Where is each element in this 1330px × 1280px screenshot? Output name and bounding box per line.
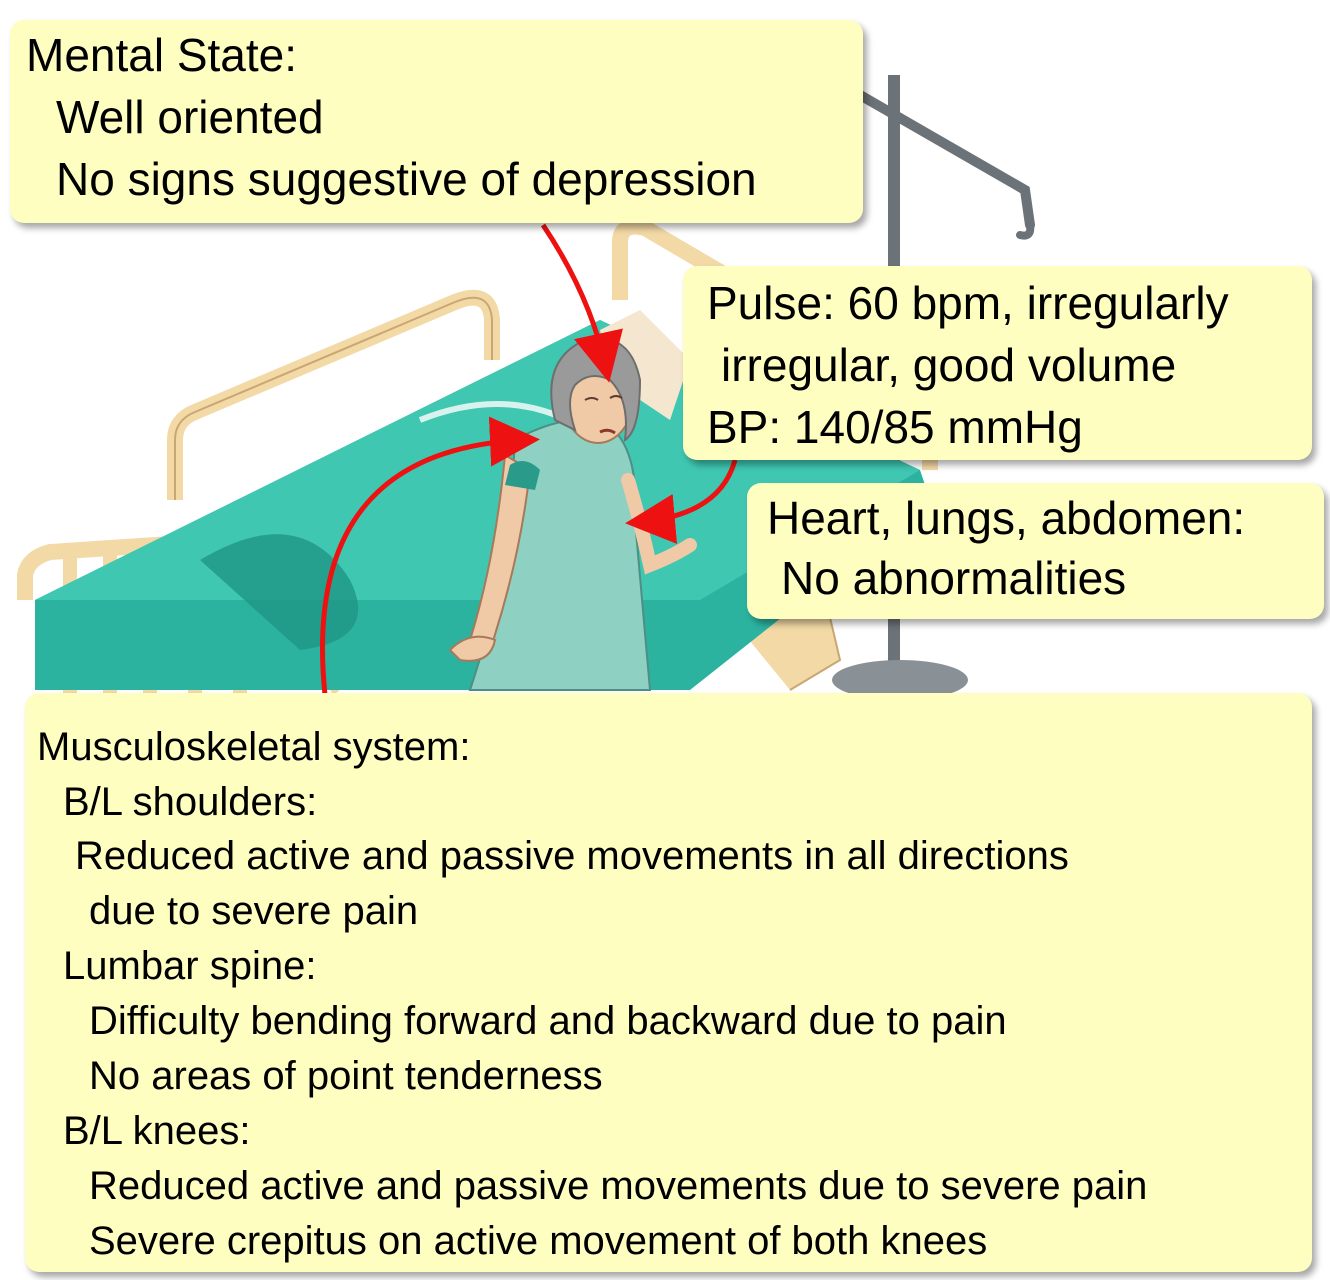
- arrow-heart-lungs: [625, 459, 738, 544]
- pulse-text: Pulse: 60 bpm, irregularly: [707, 277, 1229, 329]
- blood-pressure-text: BP: 140/85 mmHg: [707, 401, 1083, 453]
- arrow-pulse: [320, 416, 540, 696]
- heart-lungs-abdomen-callout: Heart, lungs, abdomen: No abnormalities: [747, 483, 1324, 619]
- lumbar-label: Lumbar spine:: [63, 944, 317, 988]
- shoulders-label: B/L shoulders:: [63, 780, 318, 824]
- musculoskeletal-callout: Musculoskeletal system: B/L shoulders: R…: [25, 693, 1312, 1272]
- systems-finding: No abnormalities: [781, 552, 1127, 604]
- callout-arrows: [320, 223, 738, 696]
- musculoskeletal-heading: Musculoskeletal system:: [37, 725, 471, 769]
- lumbar-finding: No areas of point tenderness: [89, 1054, 603, 1098]
- mental-state-item: Well oriented: [56, 91, 324, 143]
- mental-state-item: No signs suggestive of depression: [56, 153, 757, 205]
- lumbar-finding: Difficulty bending forward and backward …: [89, 999, 1007, 1043]
- shoulders-finding-continued: due to severe pain: [89, 889, 419, 933]
- knees-finding: Reduced active and passive movements due…: [89, 1164, 1148, 1208]
- pulse-text-continued: irregular, good volume: [721, 339, 1177, 391]
- knees-finding: Severe crepitus on active movement of bo…: [89, 1219, 988, 1263]
- systems-heading: Heart, lungs, abdomen:: [767, 492, 1246, 544]
- mental-state-callout: Mental State: Well oriented No signs sug…: [10, 20, 863, 223]
- mental-state-heading: Mental State:: [26, 29, 298, 81]
- knees-label: B/L knees:: [63, 1109, 251, 1153]
- arrow-mental-state: [540, 223, 623, 383]
- shoulders-finding: Reduced active and passive movements in …: [75, 834, 1069, 878]
- vitals-callout: Pulse: 60 bpm, irregularly irregular, go…: [683, 266, 1312, 460]
